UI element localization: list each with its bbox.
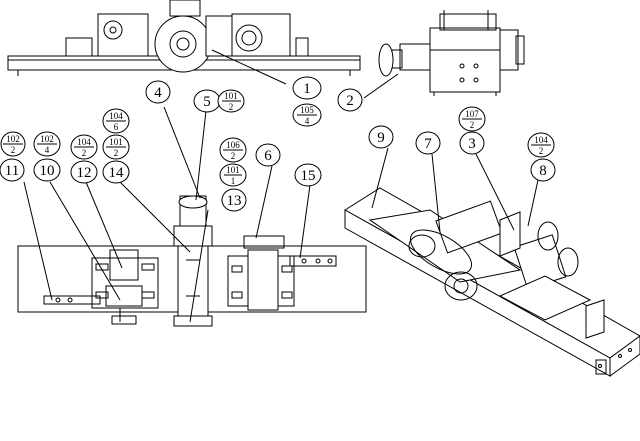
callout-numbers: 1 2 3 4 5 6 7 8 9 10 11 12 13 14 15: [5, 81, 547, 209]
front-view-top: [7, 0, 361, 76]
callout-9: 9: [377, 130, 385, 146]
fraction-104-2-b-den: 2: [539, 146, 544, 156]
plan-view-middle: [17, 195, 367, 327]
callout-15: 15: [301, 168, 316, 184]
fraction-bars: [3, 100, 551, 176]
fraction-labels: 101 2 105 4 104 6 101 2 106 2 101 1 102 …: [6, 91, 548, 186]
fraction-102-4-den: 4: [45, 145, 50, 155]
callout-14: 14: [109, 165, 125, 181]
callout-8: 8: [539, 163, 547, 179]
fraction-101-1-den: 1: [231, 176, 236, 186]
callout-11: 11: [5, 163, 19, 179]
side-view-top-right: [378, 10, 525, 96]
fraction-104-2-b-num: 104: [534, 135, 548, 145]
callout-2: 2: [346, 93, 354, 109]
callout-circles: [0, 76, 556, 212]
fraction-101-2-b-den: 2: [114, 148, 119, 158]
callout-13: 13: [227, 193, 242, 209]
fraction-101-2-a-num: 101: [224, 91, 238, 101]
fraction-104-6-num: 104: [109, 111, 123, 121]
fraction-107-2-num: 107: [465, 109, 479, 119]
fraction-105-4-num: 105: [300, 105, 314, 115]
fraction-101-2-a-den: 2: [229, 102, 234, 112]
fraction-101-2-b-num: 101: [109, 137, 123, 147]
callout-5: 5: [203, 94, 211, 110]
fraction-102-2-num: 102: [6, 134, 20, 144]
fraction-104-6-den: 6: [114, 122, 119, 132]
callout-10: 10: [40, 163, 55, 179]
fraction-105-4-den: 4: [305, 116, 310, 126]
fraction-102-4-num: 102: [40, 134, 54, 144]
isometric-view-right: [344, 187, 640, 377]
callout-12: 12: [77, 165, 92, 181]
callout-4: 4: [154, 85, 162, 101]
fraction-107-2-den: 2: [470, 120, 475, 130]
callout-3: 3: [468, 136, 476, 152]
callout-6: 6: [264, 148, 272, 164]
fraction-102-2-den: 2: [11, 145, 16, 155]
fraction-104-2-a-den: 2: [82, 148, 87, 158]
leader-lines: [23, 49, 539, 323]
fraction-106-2-num: 106: [226, 140, 240, 150]
fraction-104-2-a-num: 104: [77, 137, 91, 147]
fraction-106-2-den: 2: [231, 151, 236, 161]
callout-7: 7: [424, 136, 432, 152]
fraction-101-1-num: 101: [226, 165, 240, 175]
callout-1: 1: [303, 81, 311, 97]
